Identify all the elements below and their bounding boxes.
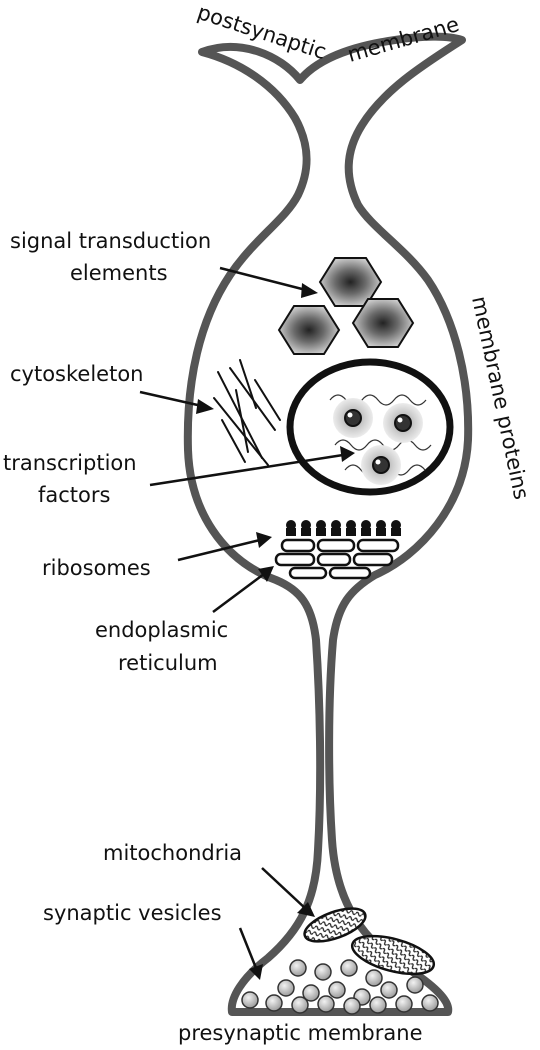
mitochondria-label: mitochondria xyxy=(103,841,242,865)
transcription-factors-label-line1: transcription xyxy=(3,451,137,475)
arrow-transcription-factors xyxy=(149,446,355,487)
ribosome xyxy=(286,520,296,536)
signal-element-hexagon xyxy=(351,298,415,348)
ribosome xyxy=(391,520,401,536)
synaptic-vesicle xyxy=(277,979,295,997)
ribosomes xyxy=(286,520,401,536)
synaptic-vesicle xyxy=(343,997,361,1015)
arrow-synaptic-vesicles xyxy=(238,927,263,980)
transcription-factor xyxy=(372,456,390,474)
mitochondria xyxy=(303,907,436,976)
synaptic-vesicle xyxy=(241,991,259,1009)
ribosome xyxy=(331,520,341,536)
arrow-signal-transduction xyxy=(219,266,318,298)
synaptic-vesicle xyxy=(380,981,398,999)
endoplasmic-reticulum-label-line1: endoplasmic xyxy=(95,618,228,642)
endoplasmic-reticulum xyxy=(274,538,400,580)
transcription-factor xyxy=(394,414,412,432)
arrow-ribosomes xyxy=(177,532,272,562)
synaptic-vesicle xyxy=(395,995,413,1013)
ribosome xyxy=(316,520,326,536)
mitochondrion xyxy=(303,907,367,943)
mitochondrion xyxy=(350,934,436,976)
ribosome xyxy=(361,520,371,536)
ribosome xyxy=(376,520,386,536)
signal-transduction-label-line1: signal transduction xyxy=(10,229,211,253)
signal-element-hexagon xyxy=(277,305,341,355)
synaptic-vesicle xyxy=(317,995,335,1013)
signal-transduction-elements xyxy=(277,257,415,355)
synaptic-vesicle xyxy=(421,994,439,1012)
arrow-mitochondria xyxy=(261,867,315,917)
synaptic-vesicle xyxy=(328,981,346,999)
arrow-endoplasmic-reticulum xyxy=(212,566,274,614)
synaptic-vesicle xyxy=(302,984,320,1002)
transcription-factors xyxy=(329,394,432,485)
transcription-factor xyxy=(344,409,362,427)
transcription-factors-label-line2: factors xyxy=(38,483,110,507)
signal-element-hexagon xyxy=(318,257,383,307)
dna-strand xyxy=(334,439,432,451)
cytoskeleton-filaments xyxy=(213,359,281,466)
membrane-proteins-label: membrane proteins xyxy=(467,294,534,502)
ribosome xyxy=(346,520,356,536)
synaptic-vesicles-label: synaptic vesicles xyxy=(43,901,222,925)
synaptic-vesicle xyxy=(289,959,307,977)
synaptic-vesicle xyxy=(406,976,424,994)
cytoskeleton-label: cytoskeleton xyxy=(10,362,143,386)
membrane-top-label: membrane xyxy=(345,12,462,67)
ribosome xyxy=(301,520,311,536)
synaptic-vesicle xyxy=(340,959,358,977)
arrow-cytoskeleton xyxy=(139,390,214,414)
presynaptic-membrane-label: presynaptic membrane xyxy=(178,1021,422,1045)
synaptic-vesicle xyxy=(314,963,332,981)
pointer-arrows xyxy=(139,266,355,980)
signal-transduction-label-line2: elements xyxy=(70,261,168,285)
cell-membrane-outline xyxy=(183,32,473,1016)
synaptic-vesicle xyxy=(365,969,383,987)
synaptic-vesicle xyxy=(291,996,309,1014)
synaptic-vesicle xyxy=(369,996,387,1014)
ribosomes-label: ribosomes xyxy=(42,556,151,580)
synaptic-vesicles xyxy=(241,959,439,1015)
endoplasmic-reticulum-label-line2: reticulum xyxy=(118,651,218,675)
synaptic-vesicle xyxy=(265,994,283,1012)
